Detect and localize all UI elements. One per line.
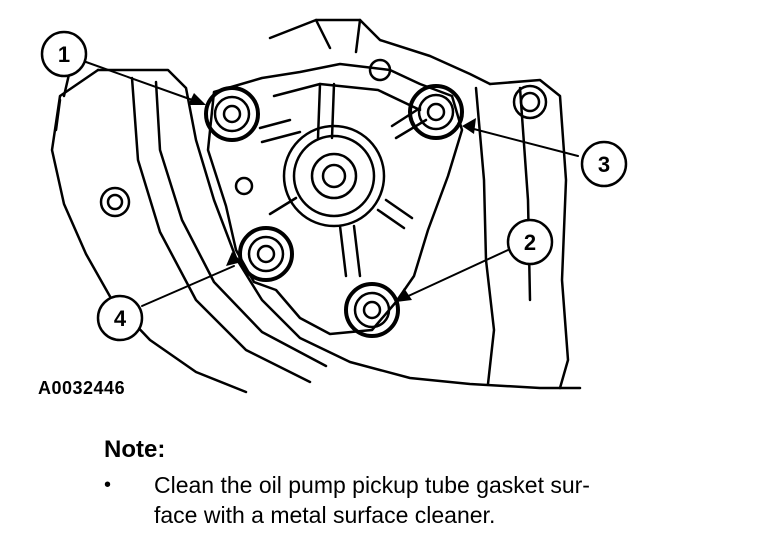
figure-id: A0032446 (38, 378, 126, 398)
housing-outline (268, 18, 570, 390)
callout-4: 4 (96, 294, 144, 342)
callout-4-label: 4 (114, 306, 127, 331)
oil-pump-diagram: 1 2 3 4 (40, 18, 628, 394)
arrowheads (188, 93, 476, 302)
callout-1: 1 (40, 30, 88, 78)
callout-3: 3 (580, 140, 628, 188)
bolt-1 (204, 86, 260, 142)
note-text: Clean the oil pump pickup tube gasket su… (154, 470, 694, 530)
bolt-4 (238, 226, 294, 282)
callout-2-label: 2 (524, 230, 536, 255)
note-heading: Note: (104, 436, 166, 463)
leader-lines (85, 61, 579, 307)
engine-block-outline (50, 68, 582, 394)
pump-hub (282, 124, 386, 228)
callout-2: 2 (506, 218, 554, 266)
bolt-2 (344, 282, 400, 338)
note-bullet: • (104, 474, 112, 496)
note-list-item: • Clean the oil pump pickup tube gasket … (104, 470, 744, 530)
note-block: Note: • Clean the oil pump pickup tube g… (104, 436, 744, 530)
callout-1-label: 1 (58, 42, 70, 67)
note-text-line-1: Clean the oil pump pickup tube gasket su… (154, 472, 590, 498)
note-text-line-2: face with a metal surface cleaner. (154, 502, 496, 528)
callout-3-label: 3 (598, 152, 610, 177)
bolt-3 (408, 84, 464, 140)
